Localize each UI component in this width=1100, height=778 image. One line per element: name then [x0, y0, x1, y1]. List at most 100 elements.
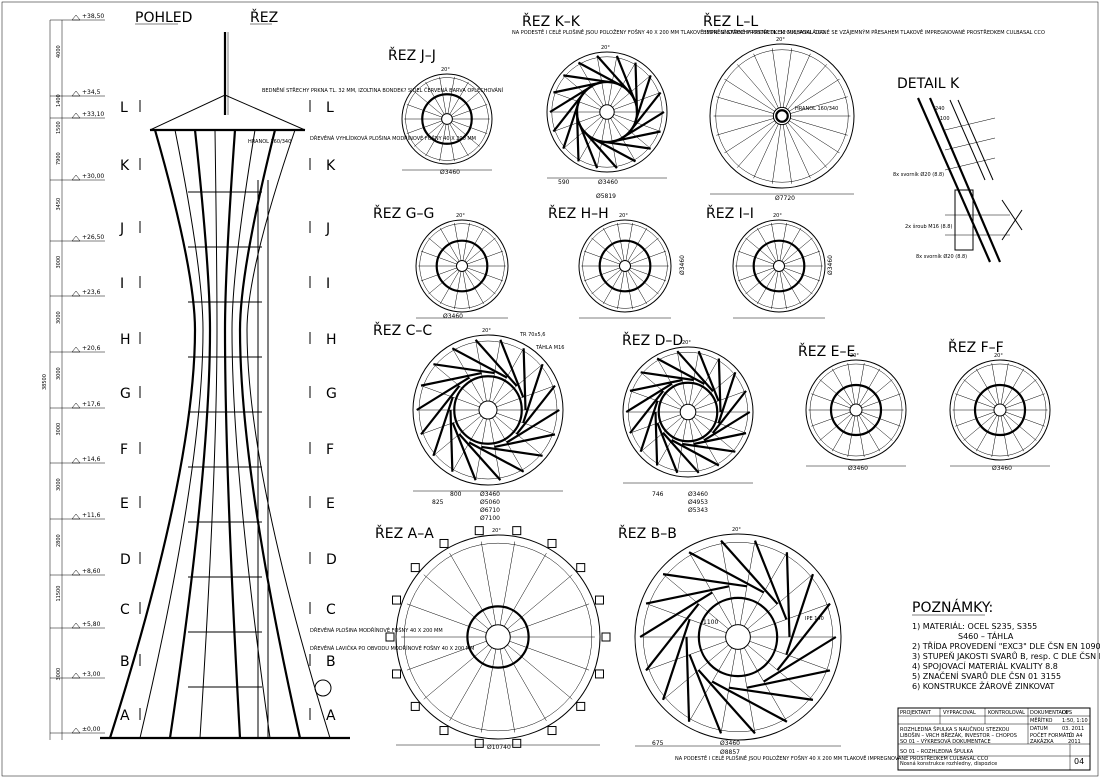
foundation-block	[392, 669, 402, 679]
roof-note: BEDNĚNÍ STŘECHY PRKNA TL. 32 MM, IZOLTIN…	[262, 86, 504, 94]
foundation-block	[601, 632, 611, 642]
heading-rez-dd: ŘEZ D–D	[622, 332, 683, 349]
outer-ring	[578, 219, 672, 313]
section-bb: 20°	[634, 527, 842, 747]
brace	[562, 101, 580, 149]
spoke	[771, 271, 779, 310]
angle-label: 20°	[482, 328, 491, 334]
notes-title: POZNÁMKY:	[912, 599, 993, 616]
brace	[474, 339, 518, 387]
section-mark-left: H	[120, 332, 131, 348]
tb-project-line2: LIBOŠIN – VRCH BŘEZÁK, INVESTOR – CHOPOS	[900, 731, 1017, 739]
foundation-block	[439, 538, 449, 548]
spoke	[503, 647, 547, 722]
heading-rez-ff: ŘEZ F–F	[948, 339, 1004, 356]
note-2: 2) TŘÍDA PROVEDENÍ "EXC3" DLE ČSN EN 109…	[912, 640, 1100, 651]
spoke	[1004, 413, 1037, 441]
spoke	[509, 640, 590, 671]
section-ll: 20°	[709, 37, 855, 195]
brace	[711, 680, 788, 723]
spoke	[591, 237, 621, 263]
tb-right-val-2: 1:50, 1:10	[1062, 718, 1088, 724]
spoke	[790, 118, 848, 136]
tower-leg	[238, 129, 302, 739]
spoke	[856, 415, 865, 457]
dim-jj: Ø3460	[440, 169, 460, 176]
spoke	[583, 250, 620, 265]
dim-dd-c: Ø5343	[688, 507, 708, 514]
brace	[654, 411, 659, 466]
spoke	[499, 649, 516, 733]
spoke	[466, 269, 496, 295]
section-cc: 20°	[412, 328, 564, 492]
spoke	[451, 104, 488, 118]
spoke	[507, 574, 573, 630]
level-value: +38,50	[82, 13, 104, 20]
level-triangle	[71, 622, 81, 629]
angle-label: 20°	[850, 353, 859, 359]
spoke	[583, 267, 620, 282]
outer-ring	[415, 219, 509, 313]
level-triangle	[71, 346, 81, 353]
note-4: 4) SPOJOVACÍ MATERIÁL KVALITY 8.8	[912, 660, 1058, 671]
detail-k-label2: 2x šroub M16 (8.8)	[905, 223, 952, 230]
notes-block: POZNÁMKY: 1) MATERIÁL: OCEL S235, S355 S…	[912, 599, 1100, 691]
level-triangle	[71, 569, 81, 576]
side-dim-value: 3000	[56, 423, 62, 436]
spoke	[783, 237, 813, 263]
brace	[645, 603, 700, 672]
spoke	[449, 552, 493, 627]
brace	[621, 111, 665, 139]
spoke	[772, 48, 782, 108]
dim-cc-side2: 800	[450, 491, 462, 498]
angle-label: 20°	[732, 527, 741, 533]
spoke	[756, 270, 777, 304]
note-1b: S460 – TÁHLA	[958, 630, 1014, 641]
level-value: +14,6	[82, 456, 101, 463]
section-mark-right: L	[326, 100, 334, 116]
spoke	[1005, 411, 1045, 427]
angle-label: 20°	[776, 37, 785, 43]
spoke	[467, 250, 504, 265]
brace	[563, 74, 613, 84]
heading-rez-hh: ŘEZ H–H	[548, 205, 609, 222]
level-triangle	[71, 112, 81, 119]
level-value: +33,10	[82, 111, 104, 118]
dim-cc-d: Ø7100	[480, 515, 500, 522]
spoke	[1000, 415, 1009, 457]
section-mark-left: J	[119, 221, 124, 237]
center-post	[599, 104, 615, 120]
tb-sheet-number: 04	[1074, 757, 1084, 766]
section-mark-left: B	[120, 654, 130, 670]
brace	[671, 439, 720, 467]
heading-rez-ee: ŘEZ E–E	[798, 343, 855, 360]
spoke	[439, 124, 447, 162]
detail-k-dim2: 100	[940, 116, 950, 122]
spoke	[858, 415, 880, 452]
floor-note: DŘEVĚNÁ VYHLÍDKOVÁ PLOŠINA MODŘÍNOVÉ FOŠ…	[310, 134, 476, 142]
brace	[515, 384, 556, 435]
spoke	[439, 270, 460, 304]
center-post	[772, 259, 786, 273]
brace	[458, 433, 502, 481]
center-post	[849, 403, 863, 417]
heading-rez-bb: ŘEZ B–B	[618, 525, 677, 542]
spoke	[414, 91, 444, 116]
brace	[591, 137, 637, 163]
brace	[640, 371, 694, 382]
elevation-view: POHLED ŘEZ +38,50+34,5+33,10+30,00+26,50…	[42, 9, 504, 740]
spoke	[779, 271, 787, 310]
brace	[688, 654, 723, 734]
spoke	[787, 122, 827, 168]
brace	[753, 540, 788, 620]
dim-ee: Ø3460	[848, 465, 868, 472]
foundation-block	[547, 538, 557, 548]
outer-ring	[949, 359, 1051, 461]
brace	[656, 357, 705, 385]
spoke	[447, 124, 455, 162]
heading-rez-kk: ŘEZ K–K	[522, 13, 581, 30]
dim-hh: Ø3460	[679, 255, 686, 275]
spoke	[790, 96, 848, 114]
section-mark-left: F	[120, 442, 128, 458]
